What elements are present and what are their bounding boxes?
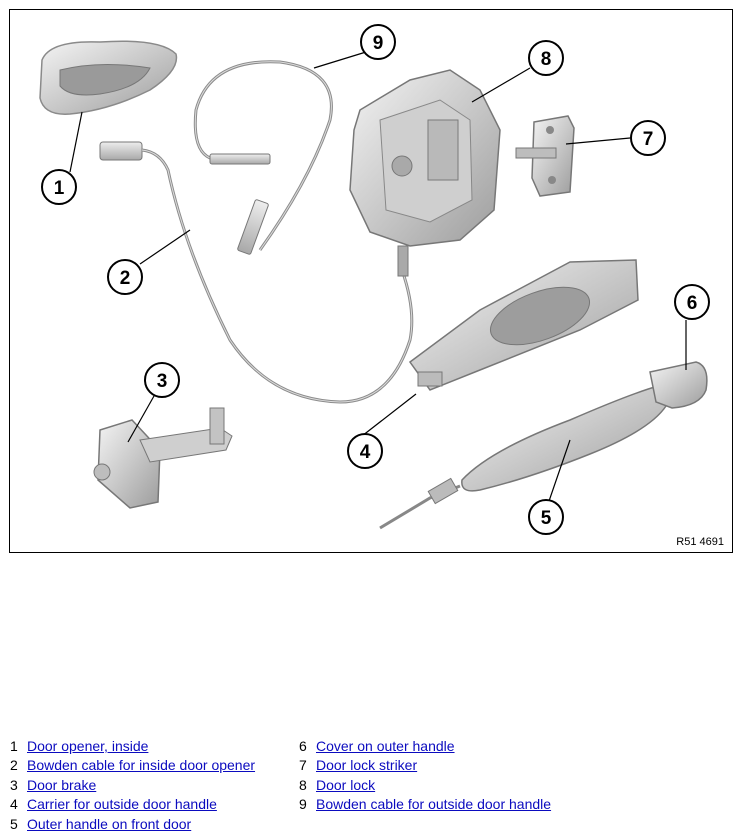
legend-number: 3 — [10, 776, 18, 793]
legend-item-5: 5 Outer handle on front door — [10, 815, 255, 834]
callout-1: 1 — [41, 169, 77, 205]
svg-text:4: 4 — [360, 442, 371, 463]
bowden-cable-outside-part — [193, 60, 333, 255]
legend-item-6: 6 Cover on outer handle — [299, 737, 551, 756]
legend-column-2: 6 Cover on outer handle 7 Door lock strike… — [299, 737, 551, 815]
legend-number: 6 — [299, 738, 307, 754]
callout-9: 9 — [360, 24, 396, 60]
carrier-outside-handle-part — [408, 259, 639, 391]
legend-number: 1 — [10, 738, 18, 754]
outer-handle-part — [379, 385, 668, 530]
legend-number: 5 — [10, 815, 18, 832]
callout-3: 3 — [144, 362, 180, 398]
legend-link-outer-handle[interactable]: Outer handle on front door — [27, 815, 192, 832]
parts-diagram: 1 2 3 4 5 6 7 8 — [9, 9, 733, 553]
outer-handle-cover-part — [649, 361, 708, 409]
svg-text:7: 7 — [643, 129, 654, 150]
svg-text:8: 8 — [541, 49, 552, 70]
legend-item-1: 1 Door opener, inside — [10, 737, 255, 756]
legend-link-carrier-outside-handle[interactable]: Carrier for outside door handle — [27, 796, 217, 813]
legend-link-door-lock[interactable]: Door lock — [316, 776, 376, 793]
legend-link-door-opener-inside[interactable]: Door opener, inside — [27, 738, 149, 754]
callout-5: 5 — [528, 499, 564, 535]
legend-number: 4 — [10, 796, 18, 813]
legend-link-door-brake[interactable]: Door brake — [27, 776, 97, 793]
callout-7: 7 — [630, 120, 666, 156]
legend-column-1: 1 Door opener, inside 2 Bowden cable for i… — [10, 737, 255, 834]
door-lock-part — [349, 69, 501, 277]
legend-number: 9 — [299, 796, 307, 813]
svg-text:2: 2 — [120, 268, 131, 289]
callout-6: 6 — [674, 284, 710, 320]
legend-link-bowden-cable-outside[interactable]: Bowden cable for outside door handle — [316, 796, 552, 813]
svg-text:9: 9 — [373, 33, 384, 54]
legend-link-bowden-cable-inside[interactable]: Bowden cable for inside door opener — [27, 757, 256, 774]
callout-4: 4 — [347, 433, 383, 469]
leader-lines — [69, 51, 687, 505]
legend-number: 7 — [299, 757, 307, 774]
bowden-cable-inside-part — [99, 141, 414, 404]
figure-reference: R51 4691 — [676, 536, 724, 548]
legend-item-4: 4 Carrier for outside door handle — [10, 795, 255, 814]
diagram-drawing: 1 2 3 4 5 6 7 8 — [39, 24, 710, 535]
legend-number: 2 — [10, 757, 18, 774]
callout-8: 8 — [528, 40, 564, 76]
legend-item-2: 2 Bowden cable for inside door opener — [10, 756, 255, 775]
legend-link-outer-handle-cover[interactable]: Cover on outer handle — [316, 738, 455, 754]
callout-2: 2 — [107, 259, 143, 295]
door-brake-part — [93, 407, 233, 509]
legend-item-9: 9 Bowden cable for outside door handle — [299, 795, 551, 814]
svg-text:1: 1 — [54, 178, 65, 199]
legend-link-door-lock-striker[interactable]: Door lock striker — [316, 757, 418, 774]
svg-text:3: 3 — [157, 371, 168, 392]
door-opener-inside-part — [39, 40, 178, 115]
door-lock-striker-part — [515, 115, 575, 197]
svg-text:6: 6 — [687, 293, 698, 314]
legend-item-3: 3 Door brake — [10, 776, 255, 795]
legend-number: 8 — [299, 776, 307, 793]
legend-item-7: 7 Door lock striker — [299, 756, 551, 775]
svg-text:5: 5 — [541, 508, 552, 529]
legend-item-8: 8 Door lock — [299, 776, 551, 795]
